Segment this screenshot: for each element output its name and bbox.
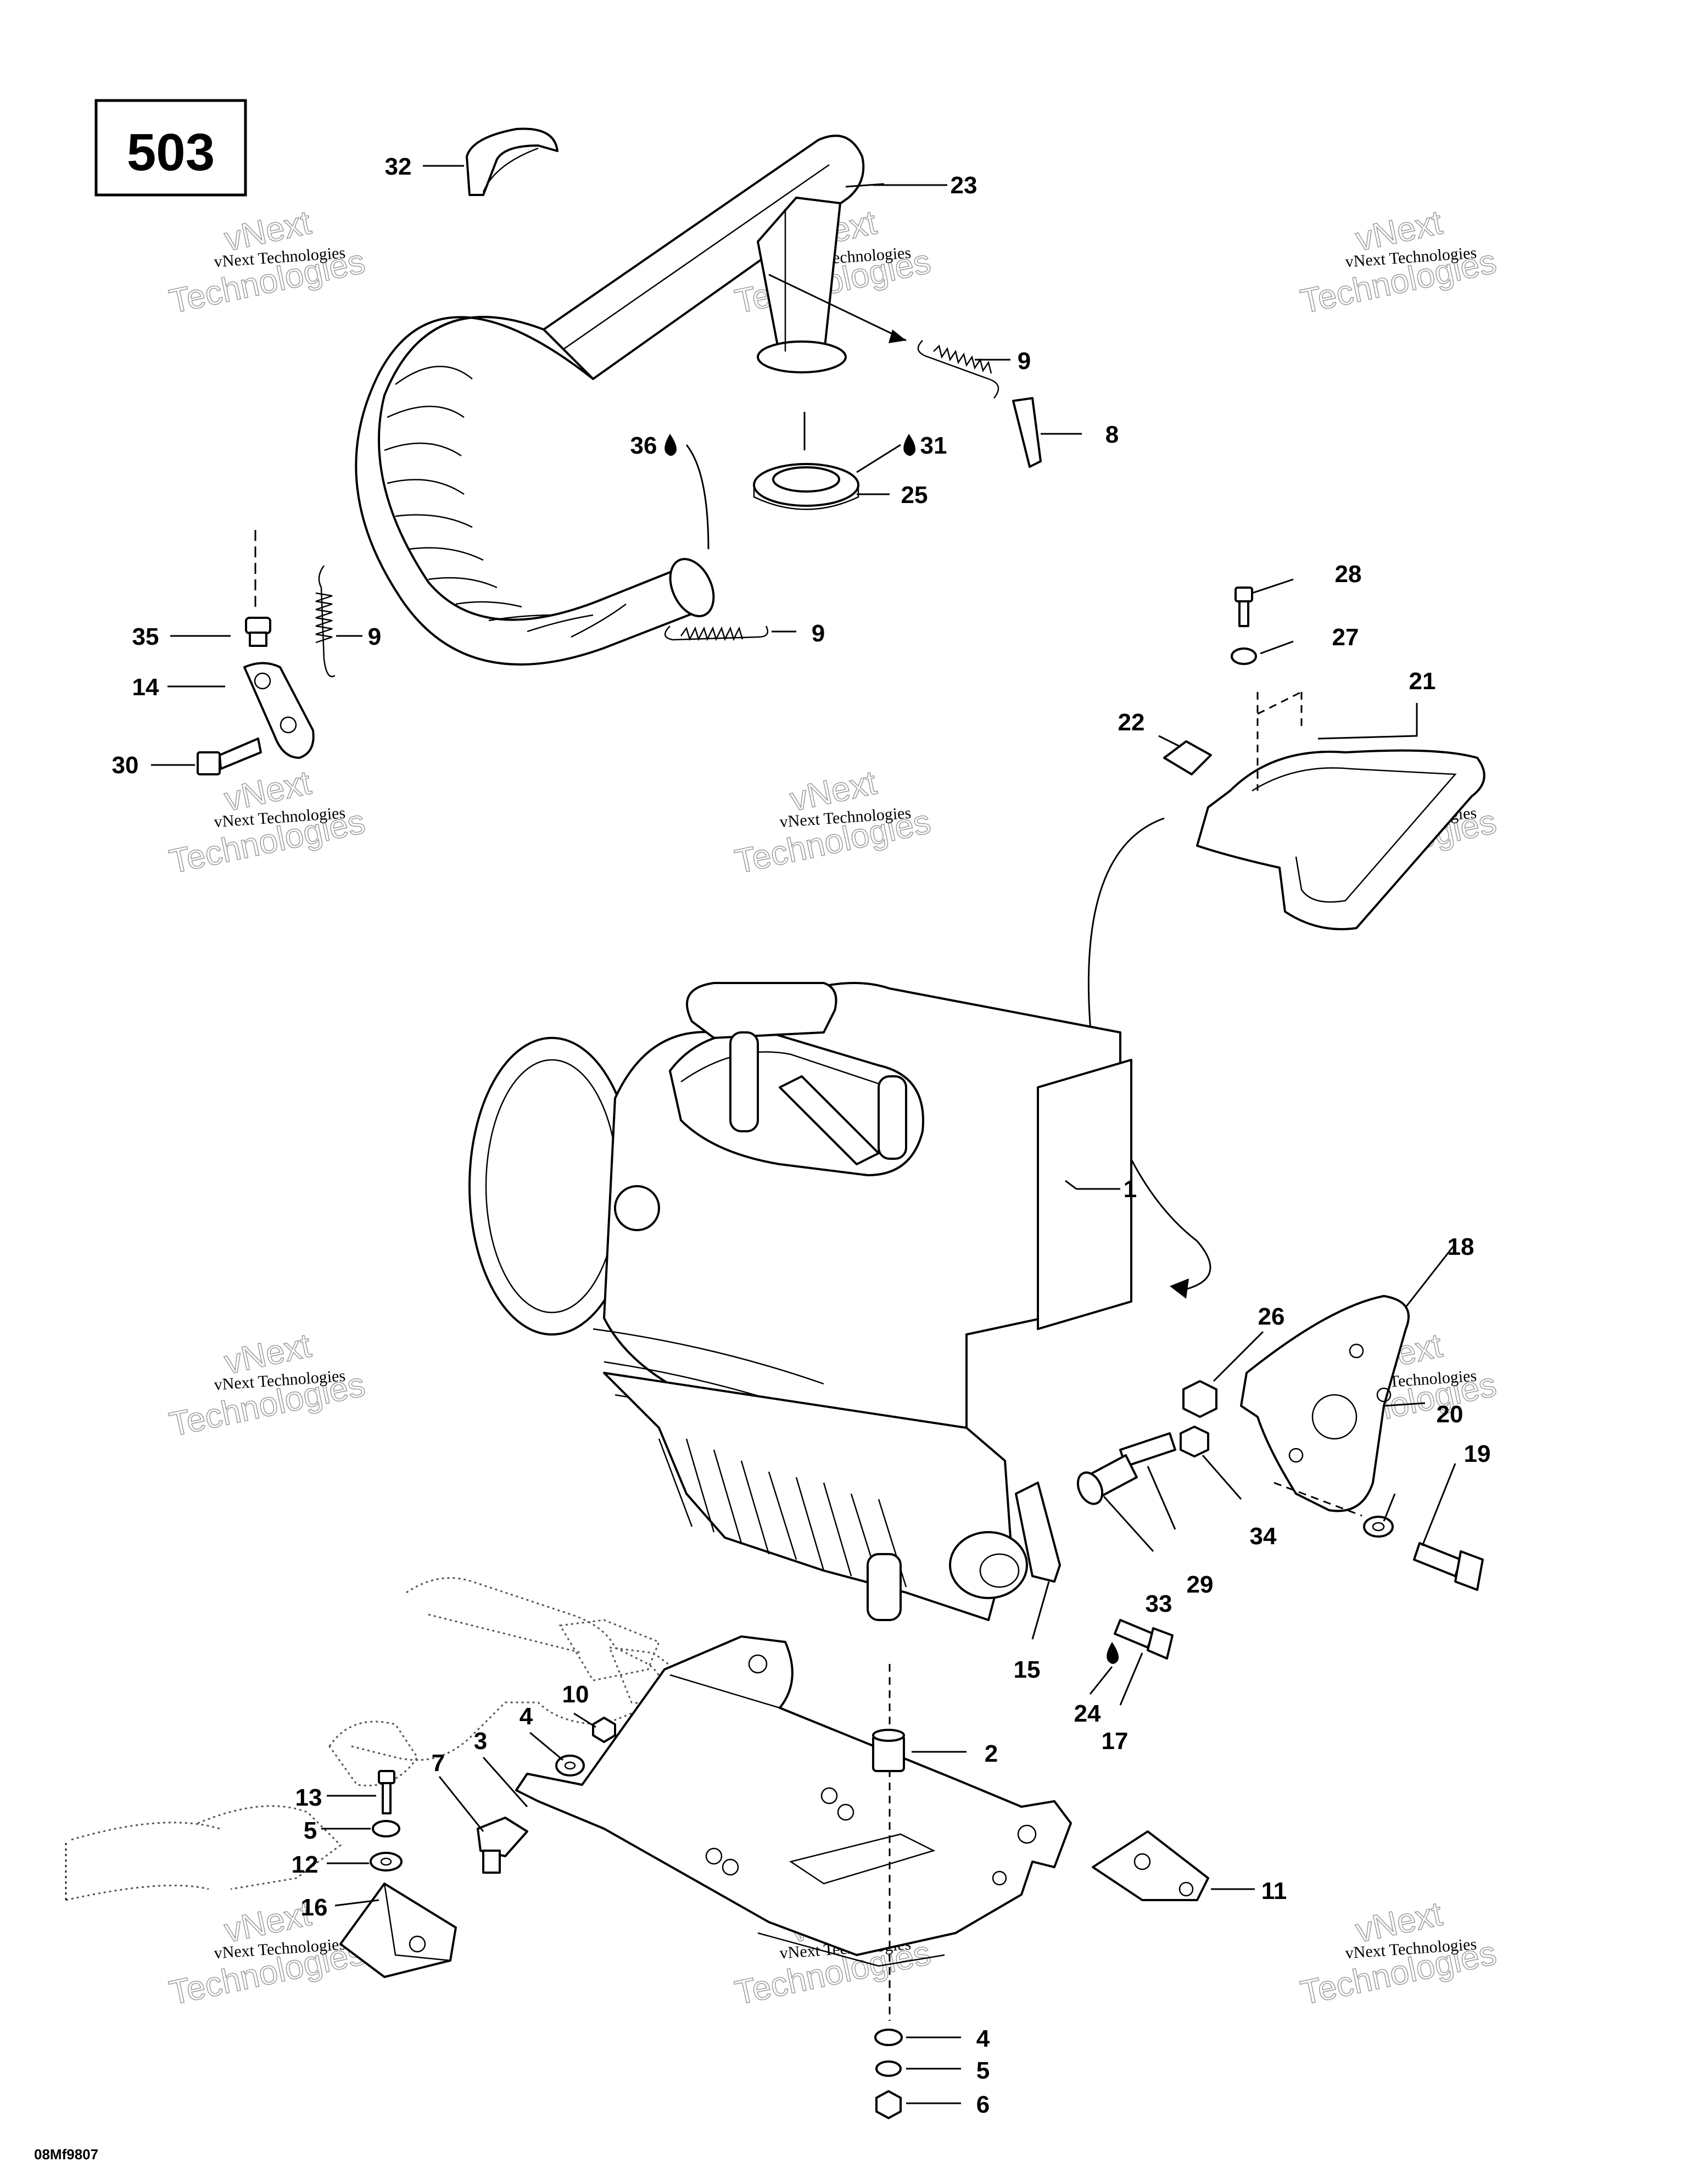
callout-17: 17 xyxy=(1102,1728,1129,1755)
callout-29: 29 xyxy=(1187,1571,1214,1598)
callout-14: 14 xyxy=(132,674,159,701)
rubber-mount-7 xyxy=(477,1817,528,1874)
callout-9: 9 xyxy=(368,623,381,650)
washer-4a xyxy=(555,1755,585,1777)
callout-36: 36 xyxy=(630,432,657,459)
bolt-30 xyxy=(197,738,262,775)
washer-20 xyxy=(1363,1516,1394,1538)
callout-13: 13 xyxy=(295,1784,322,1811)
callout-22: 22 xyxy=(1118,709,1145,736)
callout-35: 35 xyxy=(132,623,159,650)
washer-4b xyxy=(874,2029,903,2046)
engine-support-18 xyxy=(1240,1295,1410,1517)
nut-34 xyxy=(1180,1426,1209,1457)
callout-5: 5 xyxy=(304,1817,317,1844)
callout-4: 4 xyxy=(519,1703,533,1730)
gasket-25 xyxy=(753,463,859,510)
callout-11: 11 xyxy=(1261,1878,1287,1904)
callout-9: 9 xyxy=(812,620,825,647)
spring-9a xyxy=(917,340,999,399)
callout-20: 20 xyxy=(1437,1401,1463,1428)
clip-22 xyxy=(1163,740,1212,775)
callout-15: 15 xyxy=(1014,1656,1041,1683)
tuned-pipe xyxy=(355,135,865,666)
callout-23: 23 xyxy=(951,172,977,199)
nut-26 xyxy=(1182,1380,1217,1418)
engine-mount-plate xyxy=(515,1635,1072,2021)
page-number: 503 xyxy=(127,123,215,182)
nut-10 xyxy=(592,1717,616,1743)
spacer-33 xyxy=(1076,1454,1138,1505)
callout-33: 33 xyxy=(1146,1590,1172,1617)
plate-15 xyxy=(1015,1482,1061,1583)
bracket-16 xyxy=(339,1883,457,1978)
clip-8 xyxy=(1012,397,1042,468)
lock-washer-5b xyxy=(875,2060,902,2077)
callouts: 32 23 9 9 8 36 31 25 35 9 14 30 9 28 27 … xyxy=(112,153,1491,2118)
bracket-11 xyxy=(1092,1830,1209,1901)
callout-16: 16 xyxy=(301,1894,328,1921)
callout-28: 28 xyxy=(1335,561,1362,588)
nut-6 xyxy=(875,2090,902,2119)
spring-9c xyxy=(315,565,336,678)
callout-19: 19 xyxy=(1464,1440,1491,1467)
washer-12 xyxy=(370,1852,403,1872)
plug-35 xyxy=(245,617,271,647)
callout-5: 5 xyxy=(976,2057,990,2084)
heat-shield-32 xyxy=(466,127,558,196)
drop-icon xyxy=(903,434,916,456)
callout-21: 21 xyxy=(1409,668,1436,695)
spacer-2 xyxy=(872,1729,905,1772)
callout-6: 6 xyxy=(976,2091,990,2118)
bolt-19 xyxy=(1413,1542,1484,1591)
leader-lines xyxy=(151,165,1456,2104)
callout-9: 9 xyxy=(1018,348,1031,375)
callout-26: 26 xyxy=(1258,1303,1285,1330)
page-number-box: 503 xyxy=(94,99,247,197)
callout-10: 10 xyxy=(562,1681,589,1708)
callout-7: 7 xyxy=(432,1750,445,1777)
callout-24: 24 xyxy=(1074,1700,1101,1727)
hardware-28-27 xyxy=(1231,587,1257,665)
drop-icon xyxy=(664,434,677,456)
callout-1: 1 xyxy=(1124,1176,1137,1203)
callout-12: 12 xyxy=(292,1851,319,1878)
callout-32: 32 xyxy=(385,153,412,180)
callout-31: 31 xyxy=(920,432,947,459)
air-duct-21 xyxy=(1196,691,1485,930)
callout-8: 8 xyxy=(1105,421,1119,448)
drop-icon xyxy=(1107,1642,1119,1664)
callout-4: 4 xyxy=(976,2025,990,2052)
washer-5a xyxy=(372,1820,400,1837)
callout-18: 18 xyxy=(1448,1233,1474,1260)
callout-27: 27 xyxy=(1332,624,1359,651)
callout-34: 34 xyxy=(1250,1523,1277,1550)
sealant-drop-icons xyxy=(664,434,1119,1664)
callout-25: 25 xyxy=(901,482,928,509)
arrowhead xyxy=(1170,1278,1189,1299)
drawing-code: 08Mf9807 xyxy=(34,2146,98,2163)
callout-30: 30 xyxy=(112,752,139,779)
callout-2: 2 xyxy=(985,1740,998,1767)
bolt-17 xyxy=(1114,1619,1174,1660)
callout-3: 3 xyxy=(474,1728,487,1755)
bolt-13 xyxy=(378,1770,395,1814)
bracket-14 xyxy=(243,662,315,759)
engine-1 xyxy=(468,982,1132,1621)
spring-9b xyxy=(664,625,769,641)
